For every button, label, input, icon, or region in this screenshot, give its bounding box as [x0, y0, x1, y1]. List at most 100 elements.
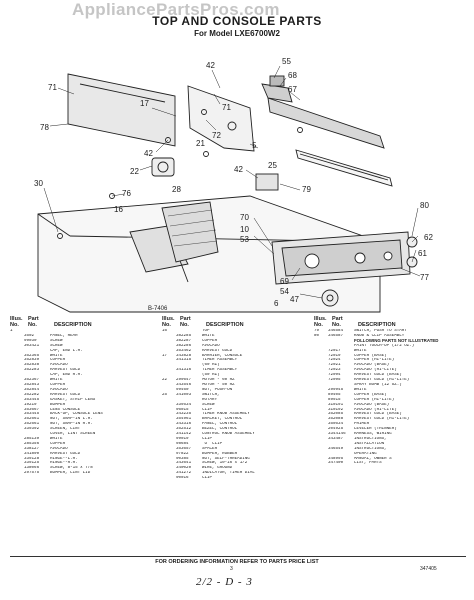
- part-description: HARVEST GOLD: [50, 368, 81, 373]
- part-number: 353445: [24, 412, 40, 417]
- part-number: 352661: [24, 422, 40, 427]
- table-row: CAP, END R.H.: [10, 373, 156, 378]
- timer-motor-drawing: [151, 157, 175, 177]
- part-description: INSTRUCTIONS,: [354, 446, 387, 451]
- part-description: AVOCADO (HI-LITE): [354, 368, 397, 373]
- part-description: WHITE: [202, 333, 215, 338]
- footer-divider: [10, 556, 466, 557]
- part-number: 338127: [24, 446, 40, 451]
- part-description: HARVEST GOLD (HI-LITE): [354, 378, 410, 383]
- part-number: 348995: [328, 456, 344, 461]
- part-description: SCREW: [202, 402, 215, 407]
- part-description: MOTOR - 60 HZ: [202, 378, 235, 383]
- callout-28: 28: [172, 185, 181, 194]
- part-description: COPPER (BASE): [354, 353, 387, 358]
- callout-47: 47: [290, 295, 299, 304]
- part-number: 382287: [176, 338, 192, 343]
- part-description: HARVEST GOLD: [202, 348, 233, 353]
- part-description: CLIP: [202, 407, 213, 412]
- part-description: AVOCADO: [50, 387, 68, 392]
- part-description: HARVEST GOLD: [50, 451, 81, 456]
- part-number: 343546: [176, 382, 192, 387]
- part-number: 285139: [24, 436, 40, 441]
- part-number: 72024: [328, 358, 341, 363]
- part-description: TIMER ASSEMBLY: [202, 358, 238, 363]
- part-description: BARRIER, CONSOLE: [202, 353, 243, 358]
- part-number: 341890: [24, 451, 40, 456]
- part-description: NUT, SNAP-IN R.H.: [50, 422, 93, 427]
- part-description: (50 HZ): [202, 373, 220, 378]
- part-number: 352088: [328, 417, 344, 422]
- part-description: TIMER ASSEMBLY: [202, 368, 238, 373]
- part-description: SCREEN, LINT: [50, 427, 81, 432]
- callout-42: 42: [234, 165, 243, 174]
- part-number: 89915: [328, 397, 341, 402]
- part-description: AVOCADO (BASE): [354, 402, 390, 407]
- part-description: COPPER: [50, 358, 66, 363]
- part-description: HARVEST GOLD (HI-LITE): [354, 417, 410, 422]
- callout-76: 76: [122, 189, 131, 198]
- part-number: 285356: [24, 441, 40, 446]
- part-number: 3344146: [328, 432, 346, 437]
- part-number: 138066: [24, 466, 40, 471]
- part-description: NUT, SNAP-IN L.H.: [50, 417, 93, 422]
- callout-67: 67: [288, 85, 297, 94]
- callout-62: 62: [424, 233, 433, 242]
- watermark: AppliancePartsPros.com: [72, 0, 280, 19]
- table-row: (50 HZ): [162, 373, 308, 378]
- callout-78: 78: [40, 123, 49, 132]
- callout-21: 21: [196, 139, 205, 148]
- part-number: 346549: [328, 446, 344, 451]
- illus-number: [162, 476, 176, 481]
- part-description: PANEL, CONTROL: [202, 422, 238, 427]
- part-number: 352283: [24, 368, 40, 373]
- part-description: BUMPER, RUBBER: [202, 451, 238, 456]
- part-number: 99019: [176, 436, 189, 441]
- part-description: TOP: [202, 329, 210, 333]
- part-description: ROTARY: [202, 397, 218, 402]
- callout-53: 53: [240, 235, 249, 244]
- table-row: 1: [10, 329, 156, 334]
- lint-screen-drawing: [161, 201, 219, 263]
- part-description: COPPER: [50, 441, 66, 446]
- part-description: COPPER (BASE): [354, 392, 387, 397]
- part-number: 299647: [176, 378, 192, 383]
- part-description: "U" CLIP: [202, 441, 223, 446]
- part-number: 347400: [328, 461, 344, 466]
- part-number: 352365: [24, 353, 40, 358]
- part-number: 353657: [176, 446, 192, 451]
- callout-5: 5: [252, 141, 257, 150]
- page-subtitle: For Model LXE6700W2: [194, 29, 280, 38]
- part-description: HARVEST GOLD (BASE): [354, 412, 402, 417]
- callout-70: 70: [240, 213, 249, 222]
- part-number: 310191: [328, 402, 344, 407]
- console-cap-drawing: [267, 97, 385, 149]
- part-number: 97822: [176, 451, 189, 456]
- part-description: FOLLOWING PARTS NOT ILLUSTRATED: [354, 338, 439, 343]
- part-number: 346587: [328, 333, 344, 338]
- illus-number: 25: [162, 392, 168, 397]
- part-number: 343641: [176, 461, 192, 466]
